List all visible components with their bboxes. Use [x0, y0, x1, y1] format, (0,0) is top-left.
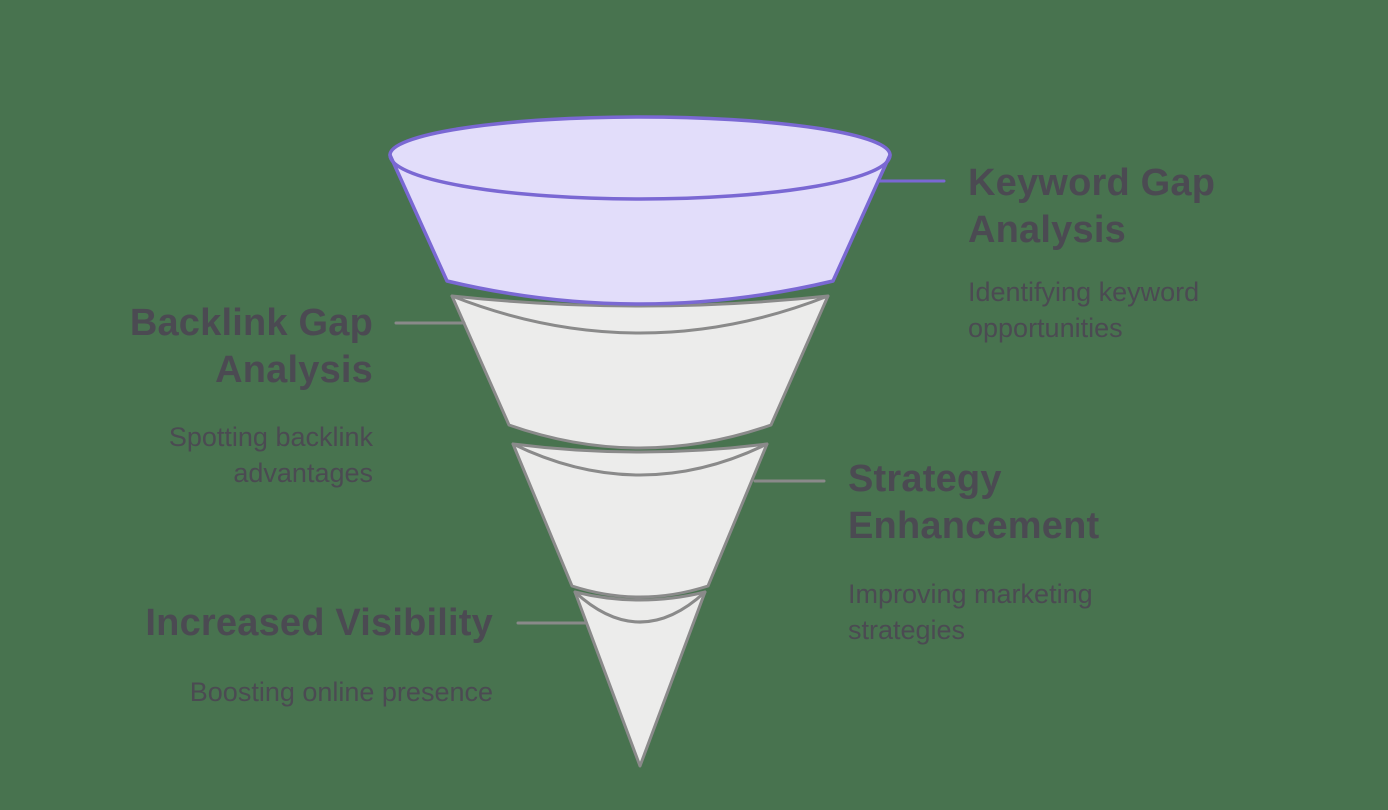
- funnel-stage-3-body: [511, 442, 769, 599]
- stage-3-subtitle: Improving marketing strategies: [848, 576, 1093, 648]
- stage-3-subtitle-line-1: Improving marketing: [848, 579, 1093, 609]
- funnel-stage-3-lip-arc: [511, 442, 769, 477]
- funnel-stage-1-keyword-gap: [388, 115, 892, 306]
- funnel-stage-2-backlink-gap: [450, 294, 830, 450]
- funnel-stage-1-body: [388, 115, 892, 306]
- stage-2-subtitle: Spotting backlink advantages: [169, 419, 373, 491]
- stage-2-subtitle-line-1: Spotting backlink: [168, 422, 373, 452]
- stage-1-title: Keyword Gap Analysis: [968, 160, 1215, 254]
- funnel-stage-4-lip-arc: [573, 590, 707, 624]
- funnel-stage-1-rim-arc: [388, 153, 892, 201]
- funnel-stage-3-strategy-enhancement: [511, 442, 769, 599]
- stage-4-subtitle: Boosting online presence: [190, 674, 493, 710]
- funnel-stage-4-increased-visibility: [573, 590, 707, 768]
- stage-3-subtitle-line-2: strategies: [848, 615, 966, 645]
- stage-3-title: Strategy Enhancement: [848, 456, 1099, 550]
- stage-1-title-line-1: Keyword Gap: [968, 162, 1216, 204]
- stage-2-subtitle-line-2: advantages: [233, 458, 373, 488]
- stage-3-title-line-2: Enhancement: [848, 505, 1100, 547]
- stage-2-title-line-1: Backlink Gap: [129, 302, 373, 344]
- stage-2-title-line-2: Analysis: [215, 349, 373, 391]
- stage-3-title-line-1: Strategy: [848, 458, 1002, 500]
- stage-2-title: Backlink Gap Analysis: [130, 300, 373, 394]
- stage-1-title-line-2: Analysis: [968, 209, 1126, 251]
- funnel-stage-2-body: [450, 294, 830, 450]
- stage-1-subtitle-line-2: opportunities: [968, 313, 1123, 343]
- funnel-stage-2-lip-arc: [450, 294, 830, 335]
- stage-4-title-line-1: Increased Visibility: [145, 602, 493, 644]
- stage-4-subtitle-line-1: Boosting online presence: [189, 677, 493, 707]
- stage-1-subtitle-line-1: Identifying keyword: [968, 277, 1200, 307]
- stage-1-subtitle: Identifying keyword opportunities: [968, 274, 1199, 346]
- stage-4-title: Increased Visibility: [145, 600, 493, 647]
- funnel-stage-4-body: [573, 590, 707, 768]
